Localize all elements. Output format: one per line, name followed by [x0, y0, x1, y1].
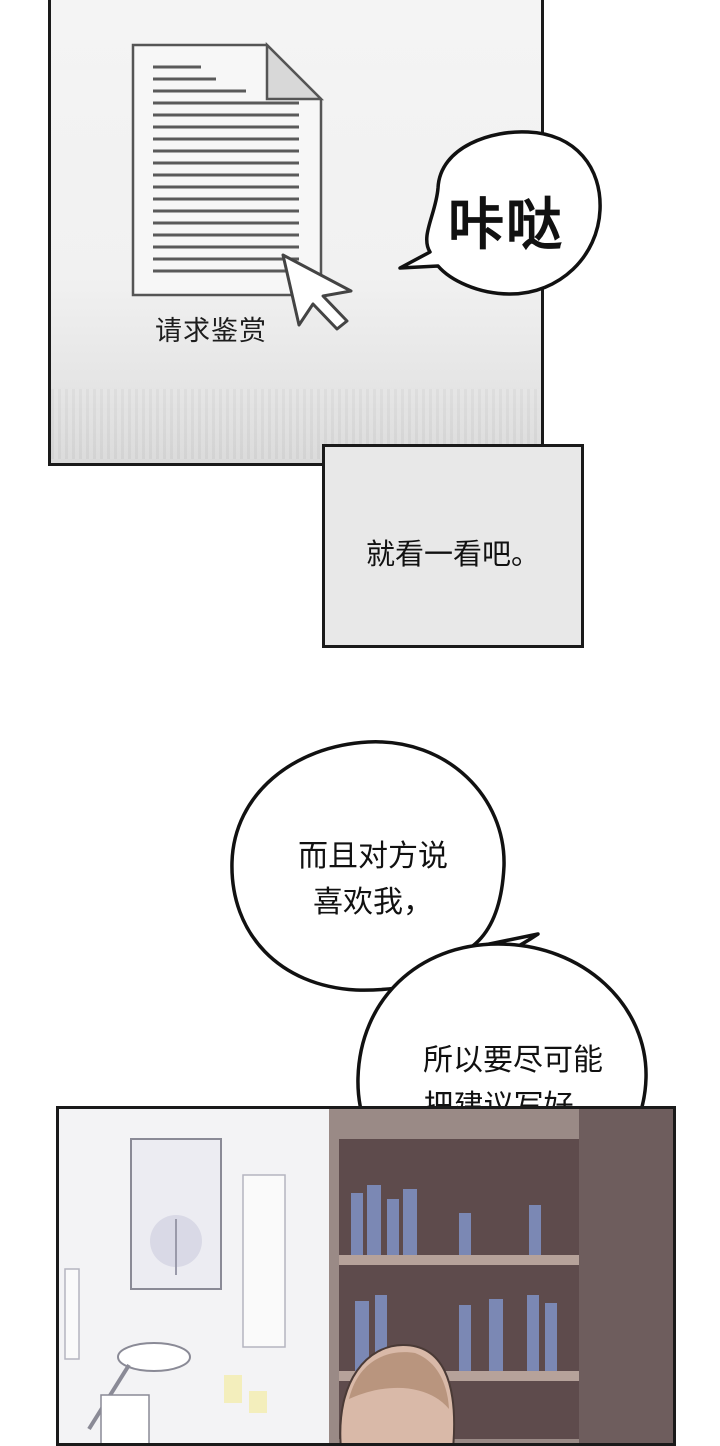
- request-review-label[interactable]: 请求鉴赏: [155, 316, 267, 347]
- bubble1-line-1: 而且对方说: [298, 839, 448, 874]
- click-sfx-bubble: 咔哒: [398, 128, 603, 298]
- office-room-illustration: [59, 1109, 673, 1443]
- document-icon[interactable]: [51, 0, 544, 466]
- caption-box: 就看一看吧。: [322, 444, 584, 648]
- speech-bubble-1: 而且对方说 喜欢我，: [248, 834, 498, 926]
- bubble2-line-1: 所以要尽可能: [423, 1043, 603, 1078]
- office-room-panel: [56, 1106, 676, 1446]
- click-sfx-text: 咔哒: [448, 193, 564, 258]
- cursor-arrow-icon: [281, 253, 353, 331]
- caption-text: 就看一看吧。: [365, 537, 540, 571]
- bubble1-line-2: 喜欢我，: [313, 885, 433, 920]
